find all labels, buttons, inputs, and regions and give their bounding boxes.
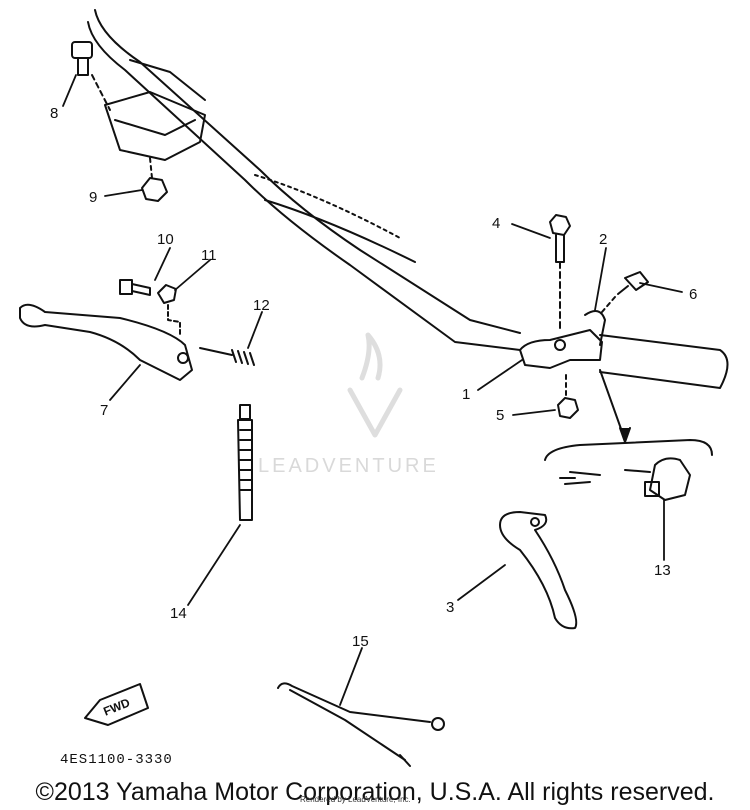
switch-callout-bracket <box>544 369 713 461</box>
nut-11 <box>157 284 181 336</box>
cable-15 <box>277 682 445 767</box>
nut-5 <box>557 374 579 419</box>
screw-10 <box>119 279 151 296</box>
nut-9 <box>141 157 168 202</box>
screw-6 <box>601 271 649 313</box>
callout-13: 13 <box>654 562 671 579</box>
spring-12 <box>199 347 255 366</box>
callout-6: 6 <box>689 286 698 303</box>
callout-8: 8 <box>50 105 59 122</box>
switch-13 <box>559 457 691 501</box>
rendered-by-note: Rendered by LeadVenture, Inc. <box>300 795 411 804</box>
brake-lever-3 <box>499 511 578 630</box>
clutch-lever-7 <box>19 303 193 381</box>
copyright-notice: ©2013 Yamaha Motor Corporation, U.S.A. A… <box>35 778 715 806</box>
fwd-arrow-icon <box>84 683 149 726</box>
callout-12: 12 <box>253 297 270 314</box>
callout-11: 11 <box>201 247 217 264</box>
leader-lines <box>62 74 683 706</box>
lever-holder-1 <box>519 310 606 369</box>
bolt-4 <box>549 214 571 331</box>
watermark-logo <box>347 332 403 438</box>
callout-5: 5 <box>496 407 505 424</box>
watermark-text: LEADVENTURE <box>258 455 439 477</box>
callout-7: 7 <box>100 402 109 419</box>
part-code: 4ES1100-3330 <box>60 752 173 768</box>
cable-strap-14 <box>237 404 253 521</box>
callout-9: 9 <box>89 189 98 206</box>
callout-15: 15 <box>352 633 369 650</box>
callout-1: 1 <box>462 386 471 403</box>
callout-14: 14 <box>170 605 187 622</box>
handlebar-clamp <box>104 59 206 161</box>
callout-3: 3 <box>446 599 455 616</box>
handlebar <box>87 9 729 389</box>
callout-2: 2 <box>599 231 608 248</box>
callout-4: 4 <box>492 215 501 232</box>
callout-10: 10 <box>157 231 174 248</box>
bolt-8 <box>71 41 111 111</box>
